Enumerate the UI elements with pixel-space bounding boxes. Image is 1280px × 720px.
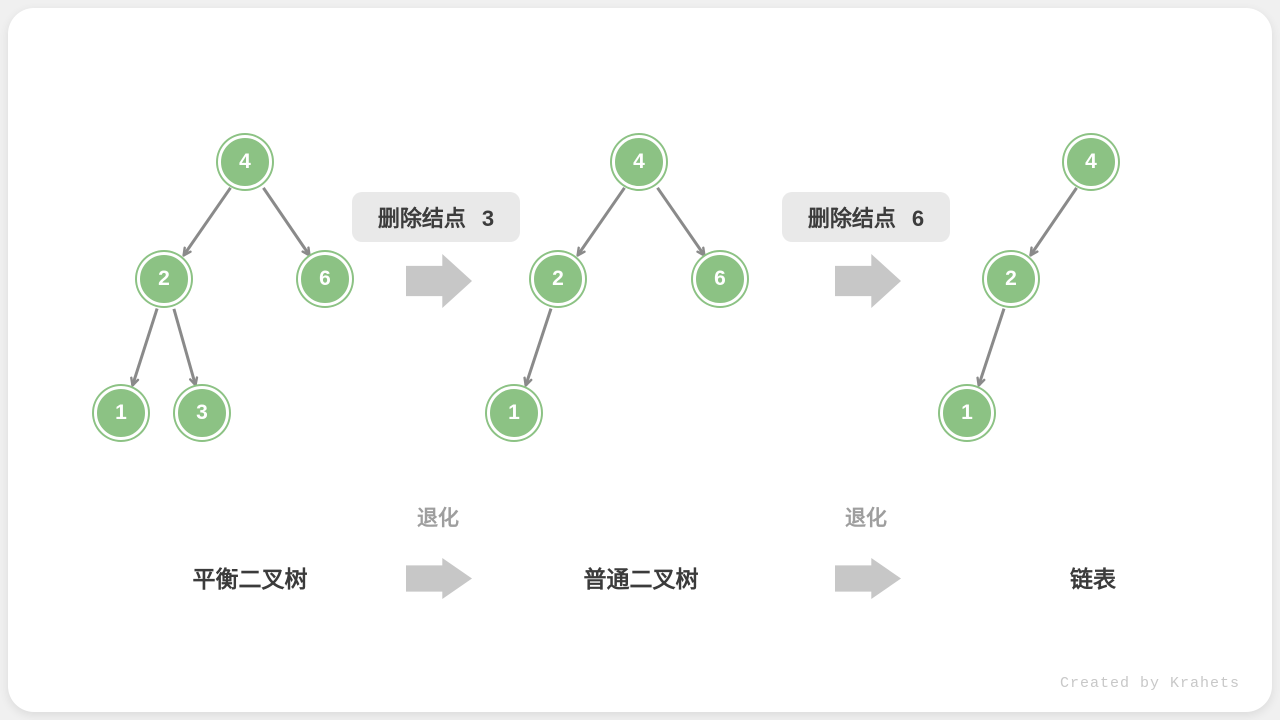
tree-node-1: 1 (487, 386, 541, 440)
tree-type-label-linked-list: 链表 (1070, 566, 1116, 592)
delete-operation-label-2: 删除结点 6 (782, 192, 950, 242)
tree-node-4: 4 (1064, 135, 1118, 189)
degrade-arrow-icon-1 (406, 558, 472, 599)
degrade-label-2: 退化 (845, 507, 887, 530)
tree-node-3: 3 (175, 386, 229, 440)
tree-node-2: 2 (137, 252, 191, 306)
tree-node-2: 2 (984, 252, 1038, 306)
tree-type-label-ordinary-binary-tree: 普通二叉树 (583, 566, 699, 592)
degrade-label-1: 退化 (417, 507, 459, 530)
tree-node-1: 1 (940, 386, 994, 440)
tree-node-6: 6 (298, 252, 352, 306)
tree-node-4: 4 (612, 135, 666, 189)
delete-operation-label-1: 删除结点 3 (352, 192, 520, 242)
tree-node-1: 1 (94, 386, 148, 440)
degrade-arrow-icon-2 (835, 558, 901, 599)
transition-arrow-icon-2 (835, 254, 901, 308)
transition-arrow-icon-1 (406, 254, 472, 308)
tree-node-4: 4 (218, 135, 272, 189)
tree-type-label-balanced-binary-tree: 平衡二叉树 (192, 566, 308, 592)
credit-text: Created by Krahets (1059, 675, 1240, 692)
figure-card (8, 8, 1272, 712)
tree-node-6: 6 (693, 252, 747, 306)
tree-node-2: 2 (531, 252, 585, 306)
